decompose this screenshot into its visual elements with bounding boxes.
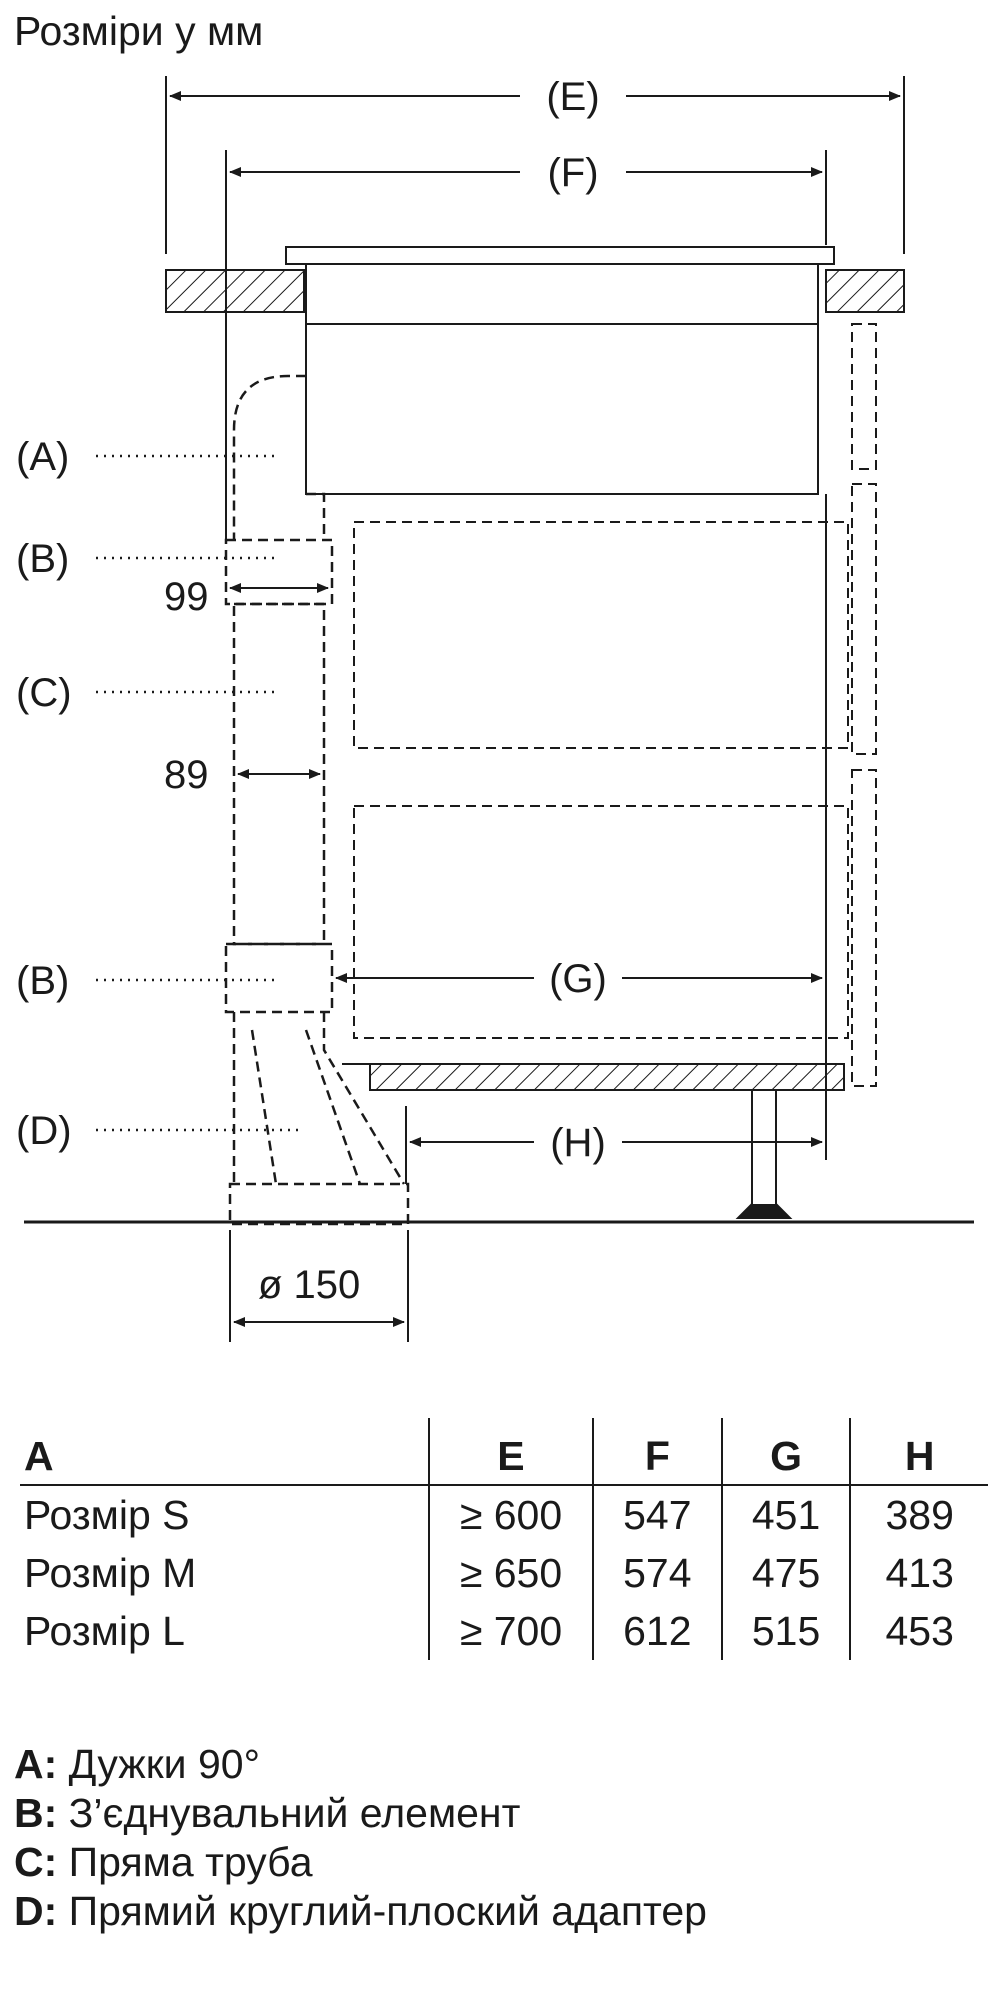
table-cell: 451 — [720, 1485, 851, 1544]
table-cell: 389 — [849, 1485, 988, 1544]
label-h: (H) — [550, 1121, 606, 1165]
legend-item: B: З’єднувальний елемент — [14, 1789, 707, 1838]
table-header-cell: F — [591, 1418, 722, 1486]
drawer-lower — [353, 805, 849, 1039]
table-row: Розмір M ≥ 650 574 475 413 — [20, 1544, 988, 1602]
table-cell: Розмір M — [24, 1549, 197, 1596]
straight-pipe — [232, 602, 326, 946]
base-shelf — [369, 1063, 845, 1091]
table-row: Розмір L ≥ 700 612 515 453 — [20, 1602, 988, 1660]
legend-item: D: Прямий круглий-плоский адаптер — [14, 1887, 707, 1936]
table-cell: 475 — [720, 1544, 851, 1602]
dim-99-label: 99 — [164, 575, 209, 619]
legend-text: Пряма труба — [68, 1839, 313, 1885]
legend-key: A: — [14, 1741, 58, 1787]
legend-text: Дужки 90° — [68, 1741, 260, 1787]
dimensions-table: A E F G H Розмір S ≥ 600 547 451 389 Роз… — [20, 1418, 988, 1660]
table-header-cell: H — [849, 1418, 988, 1486]
adapter-taper-right — [304, 1029, 362, 1185]
label-d: (D) — [16, 1109, 72, 1153]
worktop-left — [165, 269, 305, 313]
cabinet-side-middle — [851, 483, 877, 755]
bend-90-outer — [232, 374, 306, 540]
legend-key: B: — [14, 1790, 58, 1836]
label-e: (E) — [546, 75, 599, 119]
drawer-upper — [353, 521, 849, 749]
table-header-cell: G — [720, 1418, 851, 1486]
legend: A: Дужки 90° B: З’єднувальний елемент C:… — [14, 1740, 707, 1936]
label-b-upper: (B) — [16, 537, 69, 581]
flat-duct — [228, 1182, 410, 1226]
hob-unit — [305, 323, 819, 495]
diameter-label: ø 150 — [258, 1263, 360, 1307]
legend-key: D: — [14, 1888, 58, 1934]
page-title: Розміри у мм — [14, 8, 264, 54]
legend-item: C: Пряма труба — [14, 1838, 707, 1887]
legend-item: A: Дужки 90° — [14, 1740, 707, 1789]
dim-89-label: 89 — [164, 753, 209, 797]
label-a: (A) — [16, 435, 69, 479]
table-header-cell: A — [20, 1418, 429, 1486]
cabinet-side-bottom — [851, 769, 877, 1087]
installation-diagram: (E) (F) (G) (H) (A) (B) (C) (B) (D) 99 8… — [16, 75, 974, 1342]
table-header-row: A E F G H — [20, 1418, 988, 1486]
table-cell: 612 — [591, 1602, 722, 1660]
legend-text: З’єднувальний елемент — [68, 1790, 521, 1836]
worktop-right — [825, 269, 905, 313]
label-c: (C) — [16, 671, 72, 715]
hob-glass — [285, 246, 835, 265]
connector-upper — [224, 538, 334, 606]
legend-text: Прямий круглий-плоский адаптер — [68, 1888, 707, 1934]
connector-lower — [224, 942, 334, 1014]
bend-90-inner — [306, 492, 326, 540]
table-header-cell: E — [428, 1418, 593, 1486]
adapter-right-edge — [322, 1012, 406, 1185]
legend-key: C: — [14, 1839, 58, 1885]
table-cell: 547 — [591, 1485, 722, 1544]
label-g: (G) — [549, 957, 607, 1001]
table-cell: Розмір S — [24, 1491, 190, 1538]
table-cell: Розмір L — [24, 1607, 185, 1654]
table-cell: 574 — [591, 1544, 722, 1602]
table-cell: ≥ 600 — [428, 1485, 593, 1544]
table-cell: ≥ 700 — [428, 1602, 593, 1660]
table-cell: 453 — [849, 1602, 988, 1660]
cabinet-side-top — [851, 323, 877, 470]
leg-foot — [735, 1203, 793, 1219]
label-b-lower: (B) — [16, 959, 69, 1003]
hob-body — [305, 263, 819, 325]
label-f: (F) — [547, 151, 598, 195]
adapter-taper-left — [250, 1029, 278, 1185]
table-cell: ≥ 650 — [428, 1544, 593, 1602]
table-row: Розмір S ≥ 600 547 451 389 — [20, 1485, 988, 1544]
table-cell: 515 — [720, 1602, 851, 1660]
table-cell: 413 — [849, 1544, 988, 1602]
